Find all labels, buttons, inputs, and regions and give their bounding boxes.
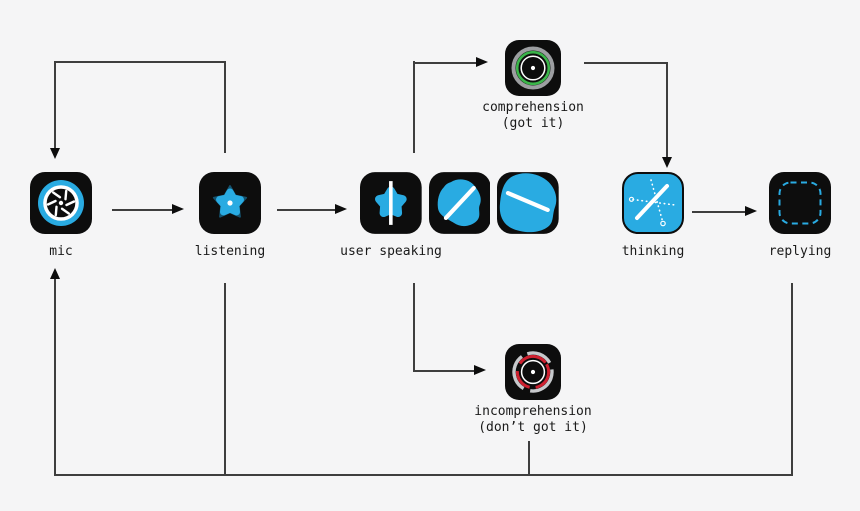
node-incomprehension: incomprehension (don’t got it) [474, 344, 592, 435]
incomprehension-label: incomprehension (don’t got it) [474, 404, 592, 435]
blob-star-ripple-icon [199, 172, 261, 234]
mic-label: mic [49, 244, 73, 259]
replying-label: replying [768, 244, 832, 259]
dotted-cross-slash-icon [622, 172, 684, 234]
top-loop-right-vertical-line [224, 61, 226, 153]
arrowhead-into-incomprehension [474, 365, 486, 375]
green-ring-target-icon [505, 40, 561, 96]
bottom-return-horizontal-line [54, 474, 793, 476]
incomprehension-return-vertical-line [528, 441, 530, 474]
speaking-to-incomprehension-vertical-line [413, 283, 415, 371]
top-loop-left-vertical-line [54, 61, 56, 148]
mic-to-listening-line [112, 209, 172, 211]
node-comprehension: comprehension (got it) [482, 40, 584, 131]
medium-blob-diagonal-line-icon [428, 172, 491, 234]
small-blob-vertical-line-icon [360, 172, 422, 234]
return-to-mic-vertical-line [54, 279, 56, 474]
node-replying: replying [769, 172, 831, 259]
listening-return-vertical-line [224, 283, 226, 474]
speaking-to-comprehension-horizontal-line [413, 62, 476, 64]
comprehension-label: comprehension (got it) [482, 100, 584, 131]
node-listening: listening [195, 172, 265, 259]
comprehension-to-thinking-horizontal-line [584, 62, 668, 64]
speaking-to-incomprehension-horizontal-line [413, 370, 474, 372]
top-loop-horizontal-line [54, 61, 226, 63]
large-blob-diagonal-line-icon [497, 172, 560, 234]
node-user-speaking: user speaking [340, 172, 560, 259]
replying-return-vertical-line [791, 283, 793, 476]
shutter-mic-icon [30, 172, 92, 234]
listening-to-speaking-line [277, 209, 335, 211]
red-broken-ring-target-icon [505, 344, 561, 400]
arrowhead-into-user-speaking [335, 204, 347, 214]
listening-label: listening [194, 244, 266, 259]
thinking-to-replying-line [692, 211, 745, 213]
speaking-to-comprehension-vertical-line [413, 61, 415, 153]
arrowhead-into-listening [172, 204, 184, 214]
node-mic: mic [30, 172, 92, 259]
arrowhead-into-mic-top [50, 148, 60, 159]
thinking-label: thinking [621, 244, 685, 259]
dashed-square-icon [769, 172, 831, 234]
comprehension-to-thinking-vertical-line [666, 62, 668, 157]
arrowhead-into-mic-bottom [50, 268, 60, 279]
arrowhead-into-thinking-top [662, 157, 672, 168]
node-thinking: thinking [622, 172, 684, 259]
arrowhead-into-replying [745, 206, 757, 216]
user-speaking-label: user speaking [340, 244, 442, 259]
arrowhead-into-comprehension [476, 57, 488, 67]
